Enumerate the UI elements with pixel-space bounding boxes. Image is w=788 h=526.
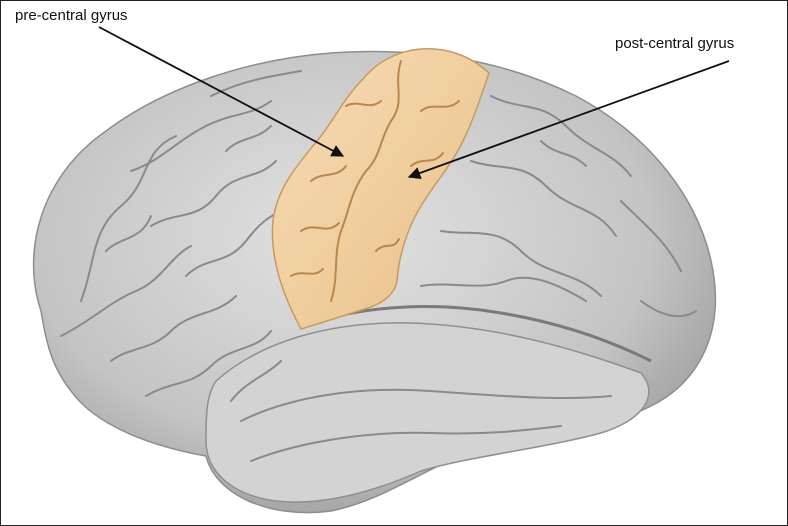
temporal-lobe xyxy=(205,322,650,503)
postcentral-pointer-line xyxy=(407,60,730,180)
central-sulcus xyxy=(290,60,460,302)
central-gyri-region xyxy=(271,47,490,330)
precentral-gyrus-label: pre-central gyrus xyxy=(15,7,128,24)
precentral-pointer-line xyxy=(98,26,345,157)
frontal-gyri xyxy=(60,70,302,397)
temporal-gyri xyxy=(230,360,612,462)
postcentral-gyrus-label: post-central gyrus xyxy=(615,35,735,52)
parietal-occipital-gyri xyxy=(420,95,697,318)
